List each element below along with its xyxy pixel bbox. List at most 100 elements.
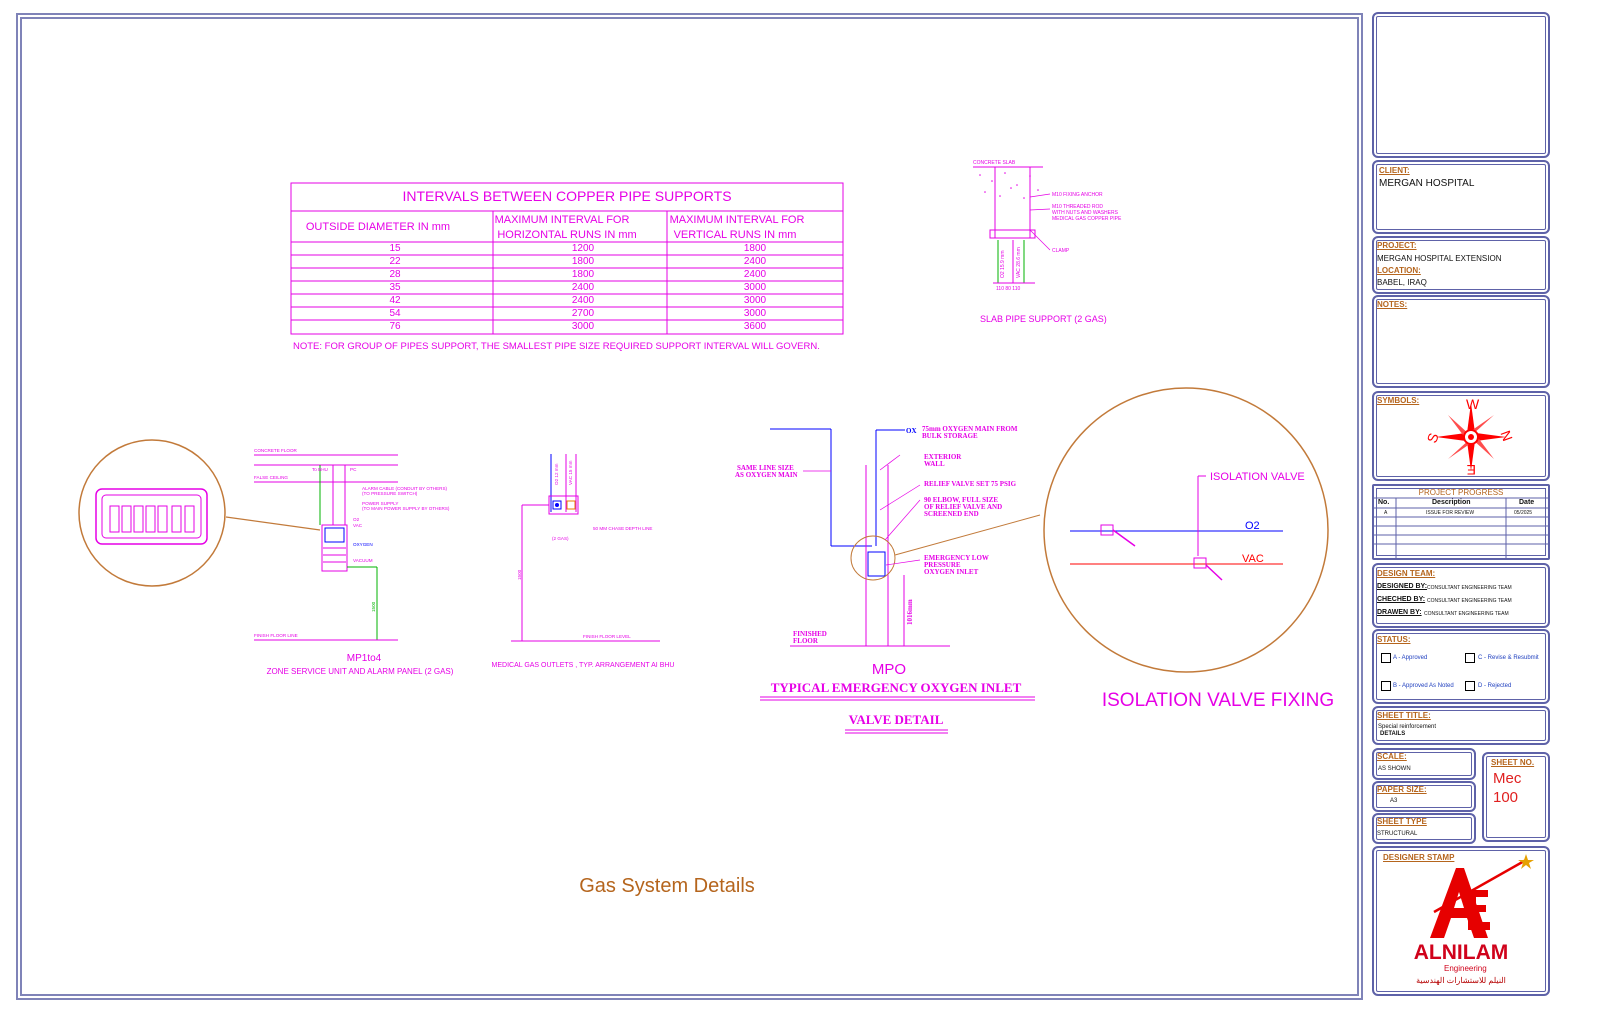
- compass-w: W: [1466, 397, 1480, 412]
- zone-label-dim: 1500: [371, 601, 376, 612]
- checked-by-value: CONSULTANT ENGINEERING TEAM: [1427, 598, 1512, 604]
- compass-s: S: [1426, 431, 1442, 445]
- tb-blank-top: [1372, 12, 1550, 158]
- table-header-col3b: VERTICAL RUNS IN mm: [674, 229, 797, 241]
- location-label: LOCATION:: [1377, 266, 1421, 275]
- status-d-label: D - Rejected: [1478, 683, 1512, 689]
- tb-progress: PROJECT PROGRESS No. Description Date A …: [1372, 484, 1550, 560]
- status-b-checkbox[interactable]: [1381, 681, 1391, 691]
- zone-label-concrete: CONCRETE FLOOR: [254, 448, 298, 453]
- drawing-frame: [16, 13, 1363, 1000]
- table-cell: 3000: [572, 321, 595, 332]
- inlet-label-finished1: FINISHED: [793, 630, 827, 638]
- slab-label-concrete: CONCRETE SLAB: [973, 160, 1016, 166]
- inlet-label-same1: SAME LINE SIZE: [737, 464, 794, 472]
- isolation-o2: O2: [1245, 520, 1260, 532]
- drawing-canvas: INTERVALS BETWEEN COPPER PIPE SUPPORTS O…: [78, 160, 1334, 897]
- zone-panel-detail: CONCRETE FLOOR FALSE CEILING To BHU PC A…: [78, 439, 454, 676]
- table-title: INTERVALS BETWEEN COPPER PIPE SUPPORTS: [402, 188, 731, 204]
- inlet-title1: TYPICAL EMERGENCY OXYGEN INLET: [771, 680, 1022, 695]
- inlet-label-elbow3: SCREENED END: [924, 510, 979, 518]
- table-cell: 2400: [744, 256, 767, 267]
- zone-panel-code: MP1to4: [347, 653, 382, 664]
- progress-row-no: A: [1384, 510, 1388, 516]
- zone-label-o2: O2: [353, 517, 360, 522]
- sheet-no-line2: 100: [1493, 789, 1519, 806]
- outlet-label-floor: FINISH FLOOR LEVEL: [583, 634, 631, 639]
- inlet-label-emerg2: PRESSURE: [924, 561, 961, 569]
- status-d-checkbox[interactable]: [1465, 681, 1475, 691]
- client-label: CLIENT:: [1379, 166, 1410, 175]
- zone-label-bhu: To BHU: [312, 467, 328, 472]
- table-cell: 35: [389, 282, 401, 293]
- drawn-by-label: DRAWEN BY:: [1377, 609, 1422, 616]
- table-cell: 2400: [744, 269, 767, 280]
- zone-label-power: POWER SUPPLY: [362, 501, 398, 506]
- isolation-vac: VAC: [1242, 553, 1264, 565]
- table-cell: 3600: [744, 321, 767, 332]
- outlets-title: MEDICAL GAS OUTLETS , TYP. ARRANGEMENT A…: [492, 662, 675, 669]
- slab-label-vac: VAC 28.6 mm: [1016, 247, 1022, 278]
- table-header-col2a: MAXIMUM INTERVAL FOR: [495, 214, 630, 226]
- status-a-checkbox[interactable]: [1381, 653, 1391, 663]
- table-note: NOTE: FOR GROUP OF PIPES SUPPORT, THE SM…: [293, 341, 820, 352]
- tb-symbols: SYMBOLS: W N S E: [1372, 391, 1550, 481]
- inlet-label-emerg1: EMERGENCY LOW: [924, 554, 989, 562]
- zone-label-vacuum: VACUUM: [353, 558, 373, 563]
- table-cell: 3000: [744, 308, 767, 319]
- table-cell: 76: [389, 321, 401, 332]
- slab-label-rod2: WITH NUTS AND WASHERS: [1052, 210, 1119, 216]
- tb-project: PROJECT: MERGAN HOSPITAL EXTENSION LOCAT…: [1372, 236, 1550, 294]
- inlet-label-main1: 75mm OXYGEN MAIN FROM: [922, 425, 1018, 433]
- outlet-label-vac: VAC 15 mm: [568, 460, 573, 485]
- table-header-col2b: HORIZONTAL RUNS IN mm: [497, 229, 636, 241]
- pipe-support-table: [290, 182, 844, 335]
- progress-title: PROJECT PROGRESS: [1418, 488, 1504, 497]
- zone-label-oxygen: OXYGEN: [353, 542, 373, 547]
- isolation-label: ISOLATION VALVE: [1210, 471, 1305, 483]
- progress-row-date: 05/2025: [1514, 510, 1533, 516]
- inlet-label-relief: RELIEF VALVE SET 75 PSIG: [924, 480, 1017, 488]
- sheet-type-label: SHEET TYPE: [1377, 817, 1427, 826]
- status-a-label: A - Approved: [1393, 655, 1428, 661]
- logo-sub: Engineering: [1444, 964, 1487, 973]
- table-cell: 15: [389, 243, 401, 254]
- tb-paper: PAPER SIZE: A3: [1372, 781, 1476, 812]
- outlets-detail: O2 12 mm VAC 15 mm (2 GAS) 50 MM CHASE D…: [492, 454, 675, 669]
- compass-n: N: [1497, 428, 1515, 443]
- inlet-label-elbow1: 90 ELBOW, FULL SIZE: [924, 496, 998, 504]
- inlet-code: MPO: [872, 661, 906, 678]
- compass-e: E: [1467, 462, 1476, 477]
- project-value: MERGAN HOSPITAL EXTENSION: [1377, 254, 1502, 263]
- table-header-col3a: MAXIMUM INTERVAL FOR: [670, 214, 805, 226]
- table-cell: 42: [389, 295, 401, 306]
- inlet-title2: VALVE DETAIL: [849, 712, 944, 727]
- logo-name: ALNILAM: [1413, 941, 1509, 964]
- slab-label-o2: O2 15.9 mm: [1000, 250, 1006, 278]
- table-cell: 1800: [572, 269, 595, 280]
- zone-label-pc: PC: [350, 467, 357, 472]
- progress-header-no: No.: [1378, 499, 1390, 506]
- zone-label-alarm2: (TO PRESSURE SWITCH): [362, 491, 418, 496]
- progress-header-desc: Description: [1432, 499, 1471, 506]
- table-cell: 1200: [572, 243, 595, 254]
- status-b-label: B - Approved As Noted: [1393, 683, 1454, 689]
- zone-panel-title: ZONE SERVICE UNIT AND ALARM PANEL (2 GAS…: [267, 667, 454, 676]
- table-cell: 2400: [572, 295, 595, 306]
- inlet-label-same2: AS OXYGEN MAIN: [735, 471, 798, 479]
- table-header-col1: OUTSIDE DIAMETER IN mm: [306, 221, 450, 233]
- status-c-checkbox[interactable]: [1465, 653, 1475, 663]
- isolation-title: ISOLATION VALVE FIXING: [1102, 690, 1334, 711]
- tb-client: CLIENT: MERGAN HOSPITAL: [1372, 160, 1550, 234]
- zone-label-alarm: ALARM CABLE (CONDUIT BY OTHERS): [362, 486, 448, 491]
- designed-by-label: DESIGNED BY:: [1377, 583, 1428, 590]
- isolation-valve-detail: ISOLATION VALVE O2 VAC ISOLATION VALVE F…: [1043, 387, 1334, 711]
- table-cell: 28: [389, 269, 401, 280]
- paper-value: A3: [1390, 798, 1398, 804]
- slab-label-dims: 110 80 110: [996, 286, 1021, 292]
- table-cell: 2400: [572, 282, 595, 293]
- tb-stamp: DESIGNER STAMP ALNILAM Engineering النيل…: [1372, 846, 1550, 996]
- drawn-by-value: CONSULTANT ENGINEERING TEAM: [1424, 611, 1509, 617]
- checked-by-label: CHECHED BY:: [1377, 596, 1426, 603]
- table-cell: 22: [389, 256, 401, 267]
